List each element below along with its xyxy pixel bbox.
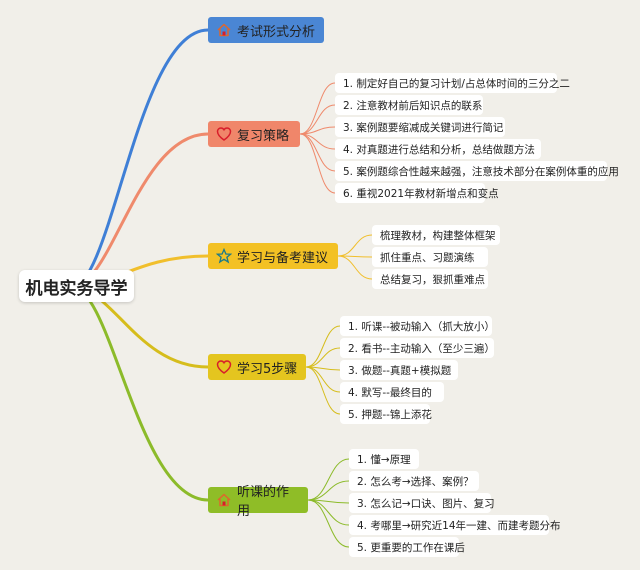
branch-exam-format[interactable]: 考试形式分析 (208, 17, 324, 43)
leaf-label: 1. 制定好自己的复习计划/占总体时间的三分之二 (343, 77, 570, 90)
branch-five-steps[interactable]: 学习5步骤 (208, 354, 306, 380)
star-icon (216, 248, 232, 264)
leaf-item[interactable]: 5. 押题--锦上添花 (340, 404, 432, 424)
leaf-item[interactable]: 6. 重视2021年教材新增点和变点 (335, 183, 499, 203)
leaf-label: 总结复习，狠抓重难点 (380, 273, 485, 286)
leaf-label: 4. 对真题进行总结和分析，总结做题方法 (343, 143, 535, 156)
leaf-item[interactable]: 5. 更重要的工作在课后 (349, 537, 465, 557)
leaf-connector (307, 499, 350, 526)
leaf-item[interactable]: 梳理教材，构建整体框架 (372, 225, 500, 245)
leaf-item[interactable]: 总结复习，狠抓重难点 (372, 269, 488, 289)
leaf-connector (307, 480, 350, 501)
leaf-label: 4. 默写--最终目的 (348, 386, 432, 399)
leaf-connector (299, 133, 336, 194)
leaf-connector (299, 104, 336, 135)
branch-label: 学习与备考建议 (237, 250, 329, 266)
leaf-label: 梳理教材，构建整体框架 (380, 229, 496, 242)
leaf-item[interactable]: 5. 案例题综合性越来越强，注意技术部分在案例体重的应用 (335, 161, 619, 181)
leaf-item[interactable]: 2. 看书--主动输入（至少三遍） (340, 338, 495, 358)
leaf-label: 5. 更重要的工作在课后 (357, 541, 465, 554)
leaf-label: 2. 注意教材前后知识点的联系 (343, 99, 483, 112)
leaf-label: 3. 怎么记→口诀、图片、复习 (357, 497, 495, 510)
leaf-label: 1. 懂→原理 (357, 453, 411, 466)
connector-lecture-role (70, 285, 210, 502)
leaf-label: 2. 看书--主动输入（至少三遍） (348, 342, 495, 355)
home-icon (216, 492, 232, 508)
leaf-connector (305, 325, 341, 368)
heart-icon (216, 359, 232, 375)
leaf-connector (305, 366, 341, 415)
leaf-item[interactable]: 抓住重点、习题演练 (372, 247, 488, 267)
leaf-label: 4. 考哪里→研究近14年一建、而建考题分布 (357, 519, 561, 532)
leaf-label: 3. 案例题要缩减成关键词进行简记 (343, 121, 504, 134)
leaf-item[interactable]: 4. 考哪里→研究近14年一建、而建考题分布 (349, 515, 561, 535)
leaf-label: 抓住重点、习题演练 (380, 251, 475, 264)
connector-exam-format (70, 28, 210, 289)
leaf-connector (299, 133, 336, 172)
leaf-item[interactable]: 2. 注意教材前后知识点的联系 (335, 95, 483, 115)
leaf-item[interactable]: 4. 对真题进行总结和分析，总结做题方法 (335, 139, 541, 159)
branch-label: 考试形式分析 (237, 24, 316, 40)
leaf-item[interactable]: 3. 怎么记→口诀、图片、复习 (349, 493, 495, 513)
branch-review-strategy[interactable]: 复习策略 (208, 121, 300, 147)
leaf-item[interactable]: 4. 默写--最终目的 (340, 382, 444, 402)
leaf-label: 5. 押题--锦上添花 (348, 408, 432, 421)
leaf-item[interactable]: 1. 懂→原理 (349, 449, 419, 469)
leaf-connector (305, 347, 341, 368)
home-icon (216, 22, 232, 38)
heart-icon (216, 126, 232, 142)
leaf-item[interactable]: 1. 制定好自己的复习计划/占总体时间的三分之二 (335, 73, 570, 93)
leaf-connector (337, 255, 373, 280)
branch-study-advice[interactable]: 学习与备考建议 (208, 243, 338, 269)
leaf-item[interactable]: 3. 案例题要缩减成关键词进行简记 (335, 117, 505, 137)
leaf-label: 3. 做题--真题+模拟题 (348, 364, 452, 377)
leaf-item[interactable]: 3. 做题--真题+模拟题 (340, 360, 458, 380)
leaf-connector (307, 499, 350, 548)
branch-label: 复习策略 (237, 128, 290, 144)
root-node[interactable]: 机电实务导学 (19, 270, 134, 302)
leaf-connector (337, 234, 373, 257)
branch-label: 听课的作用 (237, 485, 290, 519)
leaf-label: 6. 重视2021年教材新增点和变点 (343, 187, 499, 200)
leaf-label: 1. 听课--被动输入（抓大放小） (348, 320, 495, 333)
leaf-connector (307, 458, 350, 501)
branch-lecture-role[interactable]: 听课的作用 (208, 485, 308, 519)
branch-label: 学习5步骤 (237, 361, 298, 377)
leaf-item[interactable]: 1. 听课--被动输入（抓大放小） (340, 316, 495, 336)
leaf-connector (299, 82, 336, 135)
leaf-connector (305, 366, 341, 393)
leaf-label: 5. 案例题综合性越来越强，注意技术部分在案例体重的应用 (343, 165, 619, 178)
leaf-item[interactable]: 2. 怎么考→选择、案例？ (349, 471, 479, 491)
root-label: 机电实务导学 (25, 278, 128, 299)
leaf-label: 2. 怎么考→选择、案例？ (357, 475, 474, 488)
